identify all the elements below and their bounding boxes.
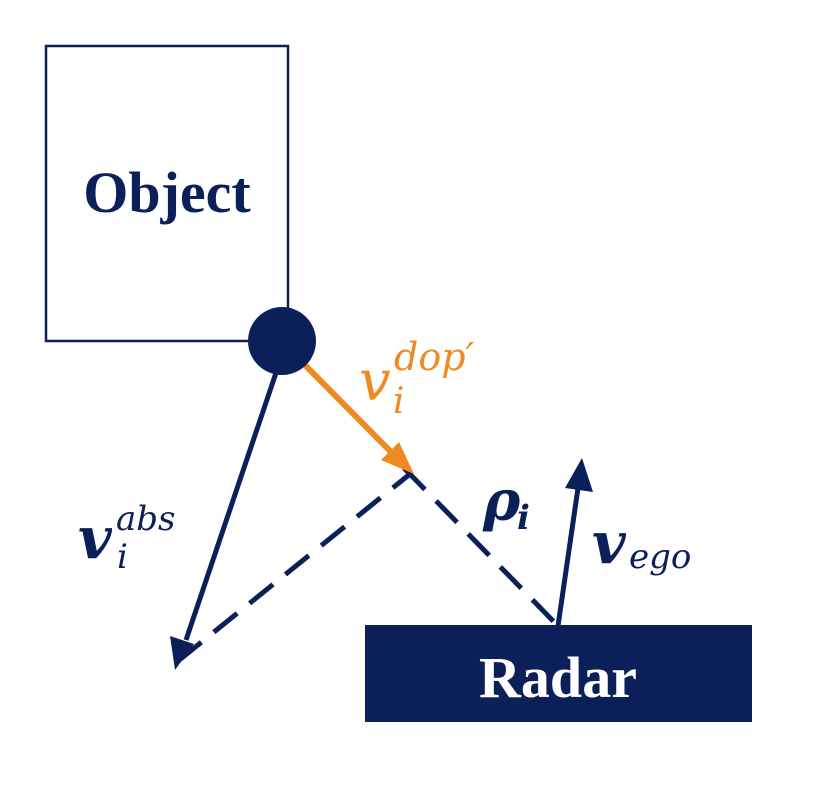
v-abs-superscript: abs: [116, 499, 175, 539]
v-ego-base: v: [592, 509, 627, 577]
label-v-dop: v dop′ i: [359, 335, 475, 422]
label-v-abs: v abs i: [78, 499, 175, 577]
v-dop-base: v: [359, 349, 391, 414]
object-box: Object: [44, 44, 290, 343]
v-dop-arrowhead: [381, 442, 414, 474]
rho-subscript: i: [517, 498, 530, 538]
v-abs-arrow-shaft: [183, 357, 284, 641]
object-label: Object: [83, 160, 251, 225]
v-ego-arrowhead: [565, 458, 593, 492]
label-v-ego: v ego: [592, 509, 691, 577]
dashed-line-projection: [176, 472, 412, 663]
v-dop-subscript: i: [393, 381, 405, 422]
v-dop-arrow-shaft: [297, 357, 396, 457]
radar-box: Radar: [365, 625, 752, 722]
v-dop-superscript: dop′: [394, 335, 475, 379]
label-rho: ρ i: [482, 468, 530, 538]
object-box-frame: [44, 44, 290, 343]
rho-base: ρ: [482, 468, 521, 534]
v-ego-arrow-shaft: [555, 487, 581, 627]
v-abs-subscript: i: [117, 537, 128, 577]
v-ego-subscript: ego: [629, 537, 691, 577]
dashed-line-rho: [402, 466, 560, 628]
radar-box-fill: [365, 625, 752, 722]
v-abs-base: v: [78, 504, 113, 572]
radar-label: Radar: [479, 645, 637, 710]
point-i: [248, 307, 316, 375]
v-abs-arrowhead: [170, 636, 194, 670]
